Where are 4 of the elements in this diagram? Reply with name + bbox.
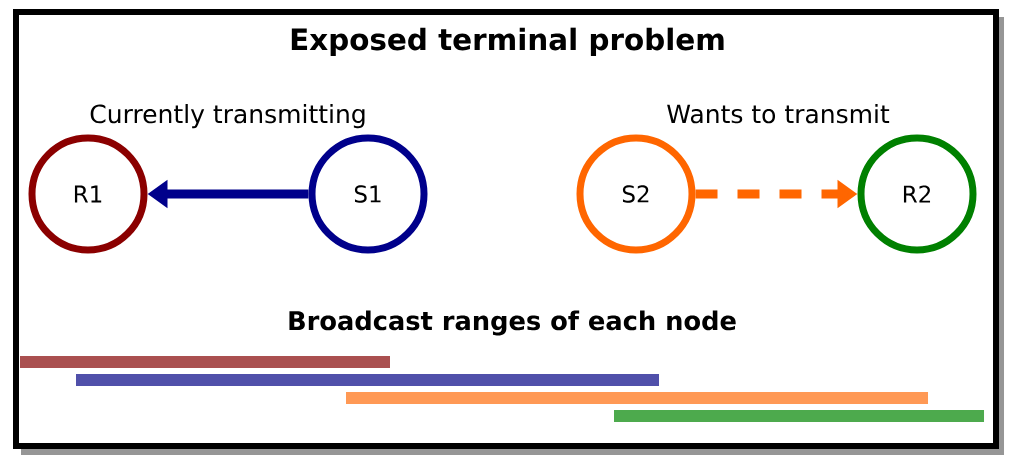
text-label: Currently transmitting	[90, 104, 365, 129]
title: Exposed terminal problem	[291, 27, 724, 57]
text-label: Wants to transmit	[667, 104, 890, 124]
section-heading: Broadcast ranges of each node	[289, 310, 736, 336]
